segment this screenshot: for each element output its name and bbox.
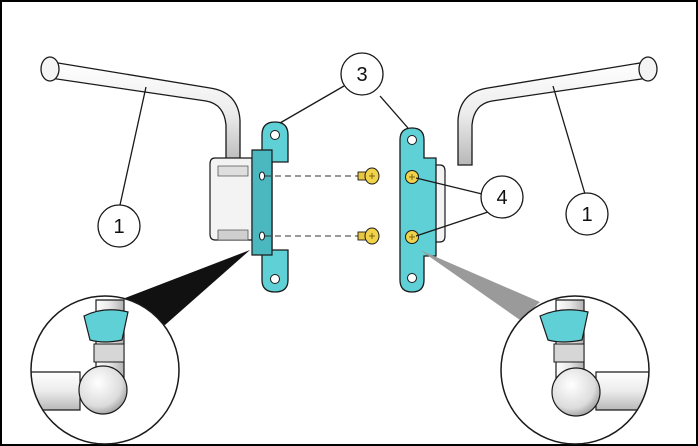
installed-screw-upper — [405, 170, 419, 184]
callout-bracket: 3 — [340, 52, 384, 96]
left-detail-leader — [120, 250, 250, 325]
right-detail-leader — [420, 250, 540, 320]
callout-bracket-label: 3 — [356, 64, 367, 86]
leader-line-screw-upper — [415, 177, 483, 195]
left-handle — [40, 56, 253, 241]
callout-handle-left-label: 1 — [113, 216, 124, 238]
callout-screws-label: 4 — [496, 187, 507, 209]
callout-screws: 4 — [480, 175, 524, 219]
leader-line-bracket-right — [379, 95, 409, 129]
callout-handle-right-label: 1 — [581, 204, 592, 226]
callout-handle-left: 1 — [97, 204, 141, 248]
right-bracket — [399, 127, 437, 293]
left-detail-view — [30, 295, 180, 445]
leader-line-handle-left — [119, 86, 147, 206]
leader-line-screw-lower — [415, 211, 489, 237]
left-bracket — [251, 121, 289, 293]
callout-handle-right: 1 — [565, 192, 609, 236]
loose-screw-upper — [357, 167, 380, 185]
loose-screw-lower — [357, 227, 380, 245]
installed-screw-lower — [405, 230, 419, 244]
leader-line-bracket-left — [279, 85, 345, 124]
leader-line-handle-right — [552, 85, 586, 195]
